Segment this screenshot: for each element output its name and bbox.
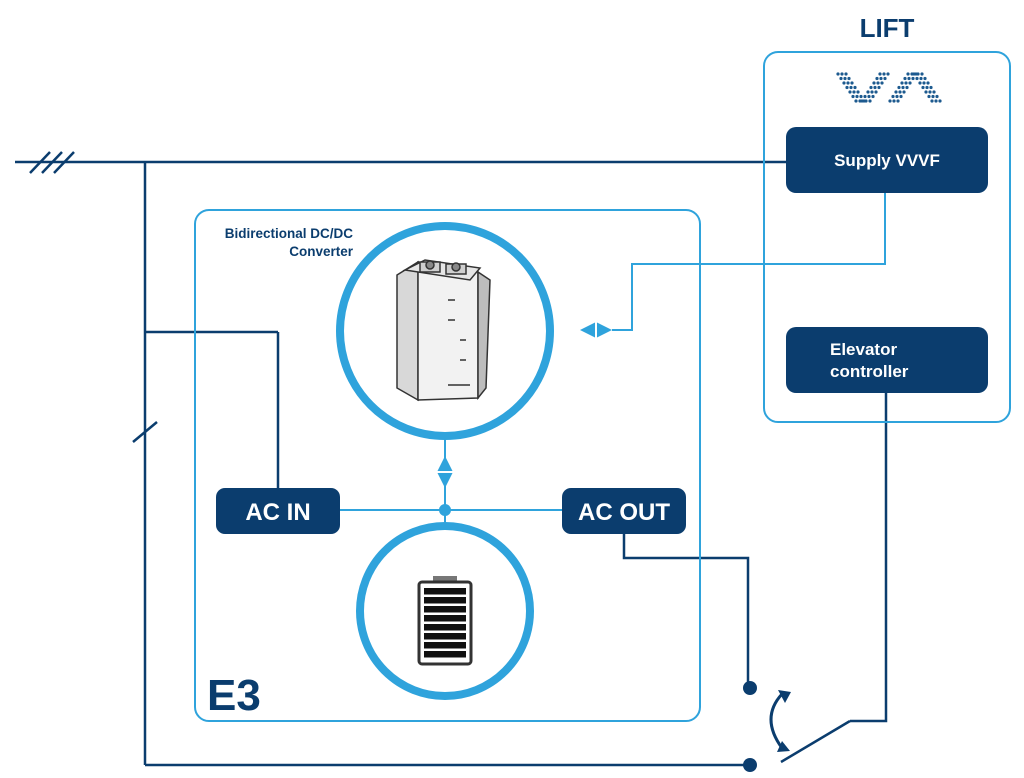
battery-cell bbox=[424, 597, 466, 604]
ac-out-box bbox=[562, 488, 686, 534]
lift-panel bbox=[763, 51, 1011, 423]
supply-vvvf-box bbox=[786, 127, 988, 193]
converter-module-icon bbox=[396, 259, 491, 402]
battery-cell bbox=[424, 642, 466, 649]
mains-wiring bbox=[15, 160, 888, 767]
switch-contact-lower bbox=[743, 758, 757, 772]
battery-cell bbox=[424, 615, 466, 622]
elevator-controller-box bbox=[786, 327, 988, 393]
battery-cell bbox=[424, 633, 466, 640]
ac-in-box bbox=[216, 488, 340, 534]
switch-arrowhead-bottom bbox=[777, 741, 790, 752]
battery-cell bbox=[424, 624, 466, 631]
ac-out-label: AC OUT bbox=[578, 499, 670, 526]
switch-rotate-arrow-icon bbox=[769, 692, 784, 749]
elevator-controller-label-1: Elevator bbox=[830, 340, 897, 359]
single-phase-symbol bbox=[132, 421, 158, 443]
battery-cell bbox=[424, 651, 466, 658]
e3-panel bbox=[194, 209, 701, 722]
converter-title-1: Bidirectional DC/DC bbox=[225, 226, 354, 241]
switch-contact-upper bbox=[743, 681, 757, 695]
battery-cell bbox=[424, 606, 466, 613]
battery-cell bbox=[424, 588, 466, 595]
battery-icon bbox=[417, 576, 473, 666]
three-phase-symbol bbox=[29, 151, 75, 174]
switch-arrowhead-top bbox=[778, 690, 791, 703]
elevator-controller-label-2: controller bbox=[830, 362, 909, 381]
e3-title: E3 bbox=[207, 671, 261, 720]
supply-vvvf-label: Supply VVVF bbox=[834, 151, 940, 170]
lift-title: LIFT bbox=[860, 13, 915, 43]
dotted-va-logo-icon bbox=[836, 72, 942, 103]
ac-in-label: AC IN bbox=[245, 499, 310, 526]
bus-junction bbox=[439, 504, 451, 516]
converter-title-2: Converter bbox=[289, 244, 354, 259]
